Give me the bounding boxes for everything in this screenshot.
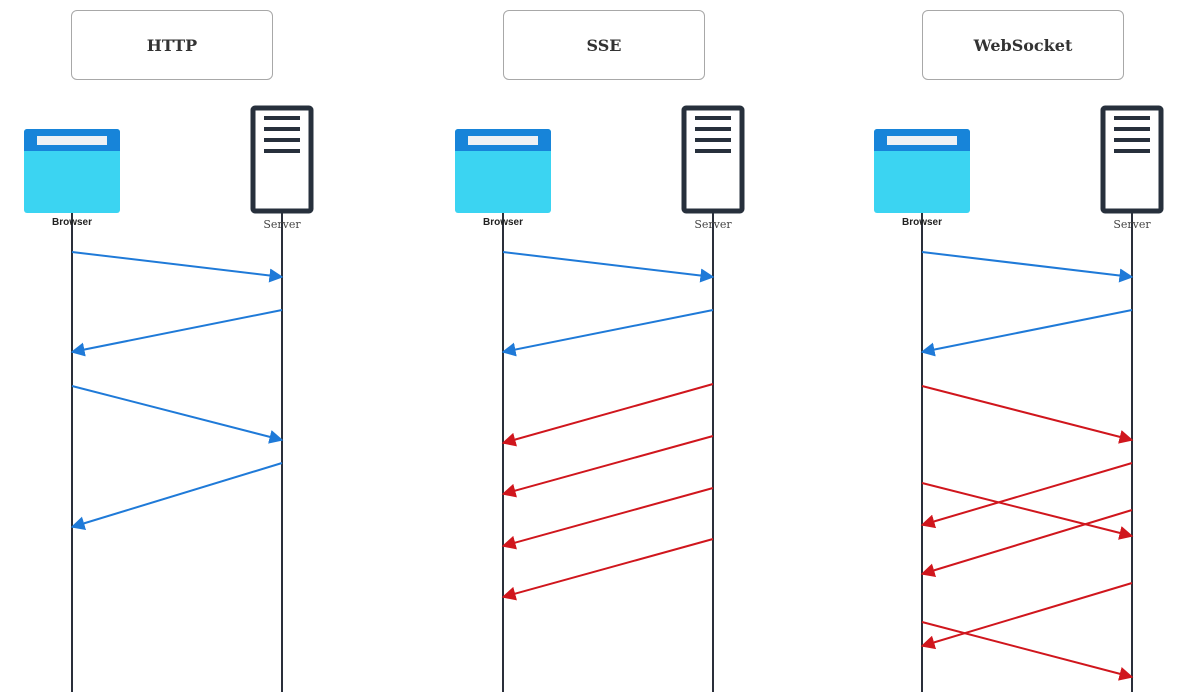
message-arrow-browser-to-server (921, 621, 1134, 681)
panel-title-box-sse: SSE (503, 10, 705, 80)
panel-websocket (874, 105, 1164, 692)
panel-title-websocket: WebSocket (973, 35, 1073, 55)
browser-label-sse: Browser (482, 217, 523, 228)
panel-title-box-websocket: WebSocket (922, 10, 1124, 80)
server-icon (681, 105, 745, 214)
message-arrow-server-to-browser (70, 309, 283, 357)
message-arrow-server-to-browser (920, 462, 1133, 529)
message-arrow-server-to-browser (501, 383, 714, 447)
message-arrow-server-to-browser (501, 435, 714, 498)
panel-title-box-http: HTTP (71, 10, 273, 80)
server-label-http: Server (263, 218, 301, 231)
message-arrow-server-to-browser (501, 309, 714, 357)
message-arrow-browser-to-server (921, 385, 1134, 444)
message-arrow-browser-to-server (71, 251, 284, 283)
message-arrow-server-to-browser (501, 538, 714, 601)
server-icon (250, 105, 314, 214)
browser-icon (24, 129, 120, 213)
browser-label-websocket: Browser (901, 217, 942, 228)
message-arrow-server-to-browser (920, 509, 1133, 578)
message-arrow-server-to-browser (70, 462, 283, 531)
browser-icon (874, 129, 970, 213)
message-arrow-browser-to-server (921, 482, 1134, 540)
panel-sse (455, 105, 745, 692)
panel-title-http: HTTP (146, 35, 198, 55)
panel-http (24, 105, 314, 692)
message-arrow-browser-to-server (921, 251, 1134, 283)
message-arrow-server-to-browser (501, 487, 714, 550)
server-label-sse: Server (694, 218, 732, 231)
browser-icon (455, 129, 551, 213)
panel-title-sse: SSE (586, 35, 622, 55)
browser-label-http: Browser (51, 217, 92, 228)
message-arrow-server-to-browser (920, 582, 1133, 650)
server-icon (1100, 105, 1164, 214)
message-arrow-browser-to-server (71, 385, 284, 444)
message-arrow-server-to-browser (920, 309, 1133, 357)
server-label-websocket: Server (1113, 218, 1151, 231)
message-arrow-browser-to-server (502, 251, 715, 283)
